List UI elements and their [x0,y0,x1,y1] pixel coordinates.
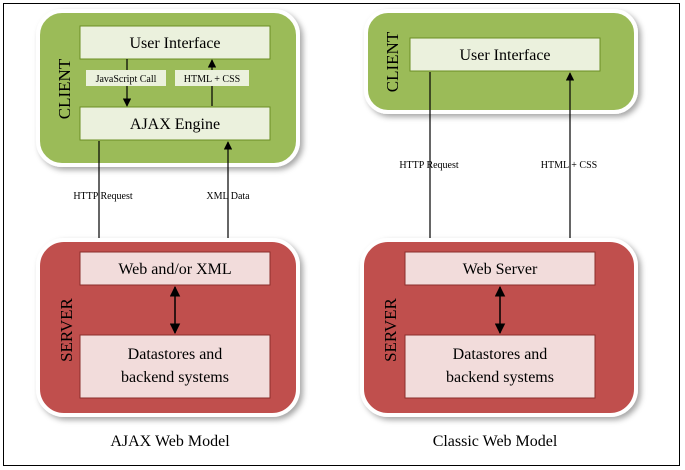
ajax-caption: AJAX Web Model [110,433,230,450]
ajax-server-label: SERVER [57,297,76,361]
ajax-user-interface-text: User Interface [129,35,220,52]
classic-html-css-label: HTML + CSS [541,160,597,171]
ajax-engine-text: AJAX Engine [130,116,220,133]
ajax-http-request-label: HTTP Request [73,191,133,202]
ajax-xml-data-label: XML Data [206,191,250,202]
ajax-web-xml-text: Web and/or XML [118,261,231,278]
classic-client-group: CLIENT User Interface [364,9,638,114]
ajax-server-group: SERVER Web and/or XML Datastores and bac… [36,238,300,417]
classic-caption: Classic Web Model [433,433,558,450]
classic-web-server-box [404,251,596,286]
ajax-datastores-line1: Datastores and [128,346,223,363]
classic-datastores-line1: Datastores and [453,346,548,363]
ajax-client-label: CLIENT [55,58,74,119]
ajax-html-css-label-bg [175,70,249,86]
ajax-datastores-box [79,334,271,399]
ajax-engine-box [79,106,271,141]
ajax-user-interface-box [79,25,271,60]
ajax-html-css-label: HTML + CSS [184,74,240,85]
classic-datastores-line2: backend systems [446,369,554,386]
classic-server-label: SERVER [381,297,400,361]
ajax-javascript-call-label-bg [86,70,166,86]
classic-web-server-text: Web Server [463,261,538,278]
ajax-client-group: CLIENT User Interface AJAX Engine JavaSc… [36,9,300,167]
classic-datastores-box [404,334,596,399]
classic-http-request-label: HTTP Request [399,160,459,171]
classic-user-interface-box [409,37,601,72]
ajax-datastores-line2: backend systems [121,369,229,386]
ajax-javascript-call-label: JavaScript Call [96,74,157,85]
ajax-web-xml-box [79,251,271,286]
classic-server-group: SERVER Web Server Datastores and backend… [360,238,638,417]
classic-client-label: CLIENT [383,31,402,92]
classic-user-interface-text: User Interface [459,47,550,64]
